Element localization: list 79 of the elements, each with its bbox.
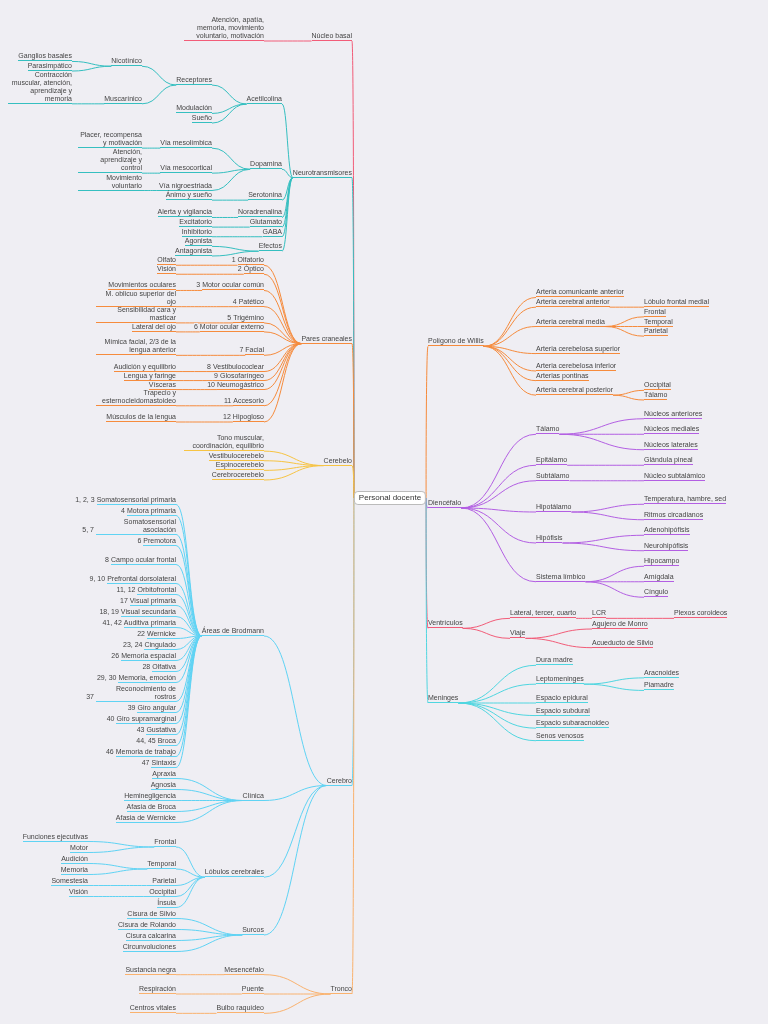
branch-line [263, 289, 302, 345]
branch-line [211, 103, 248, 124]
branch-line [175, 389, 218, 391]
branch-line [263, 785, 328, 936]
branch-line [175, 974, 225, 976]
branch-line [460, 507, 537, 544]
branch-line [211, 236, 264, 238]
branch-line [175, 306, 240, 308]
branch-line [71, 65, 112, 72]
branch-line [141, 190, 160, 191]
branch-line [483, 306, 537, 347]
branch-line [583, 683, 645, 691]
branch-line [87, 896, 150, 897]
branch-line [568, 480, 645, 482]
branch-line [281, 177, 294, 252]
branch-line [175, 934, 243, 952]
branch-line [71, 103, 105, 105]
branch-line [175, 289, 203, 291]
branch-line [141, 65, 177, 86]
branch-line [584, 581, 645, 598]
branch-line [211, 84, 248, 105]
branch-line [460, 507, 537, 513]
branch-line [609, 306, 645, 308]
branch-line [141, 172, 161, 174]
branch-line [575, 617, 593, 619]
branch-line [483, 345, 537, 396]
branch-line [483, 297, 537, 347]
branch-line [263, 343, 302, 391]
branch-line [612, 389, 645, 396]
branch-line [87, 846, 155, 853]
branch-line [281, 168, 294, 179]
branch-line [570, 511, 645, 521]
branch-line [460, 507, 537, 583]
central-topic: Personal docente [353, 491, 427, 505]
branch-line [211, 216, 239, 218]
branch-line [281, 177, 294, 238]
branch-line [281, 177, 294, 218]
branch-line [175, 876, 206, 908]
branch-line [211, 147, 251, 170]
branch-line [583, 677, 645, 685]
branch-line [175, 273, 245, 275]
branch-line [561, 542, 645, 552]
branch-line [524, 637, 593, 649]
branch-line [211, 226, 251, 228]
branch-line [263, 993, 331, 1014]
branch-line [263, 40, 313, 42]
branch-line [141, 147, 161, 149]
branch-line [175, 868, 206, 878]
branch-line [211, 168, 251, 191]
branch-line [604, 326, 645, 337]
branch-line [175, 993, 243, 995]
branch-line [175, 331, 201, 333]
branch-line [175, 354, 246, 356]
branch-line [175, 1012, 217, 1014]
branch-line [263, 343, 302, 423]
branch-line [211, 199, 249, 201]
branch-line [175, 405, 234, 407]
branch-line [425, 497, 429, 509]
branch-line [457, 702, 537, 742]
branch-line [281, 103, 294, 179]
branch-line [175, 380, 221, 382]
branch-line [175, 421, 234, 423]
branch-line [175, 264, 239, 266]
branch-line [566, 464, 645, 466]
branch-line [87, 868, 148, 875]
branch-line [605, 617, 675, 619]
branch-line [87, 885, 153, 886]
branch-line [558, 433, 645, 451]
branch-line [211, 250, 260, 257]
branch-line [263, 465, 325, 481]
branch-line [612, 394, 645, 401]
branch-line [175, 371, 214, 373]
branch-line [263, 785, 328, 878]
branch-line [71, 60, 112, 67]
branch-line [141, 84, 177, 105]
branch-line [175, 800, 244, 823]
branch-line [175, 322, 234, 324]
branch-line [281, 177, 294, 201]
branch-line [462, 627, 511, 639]
